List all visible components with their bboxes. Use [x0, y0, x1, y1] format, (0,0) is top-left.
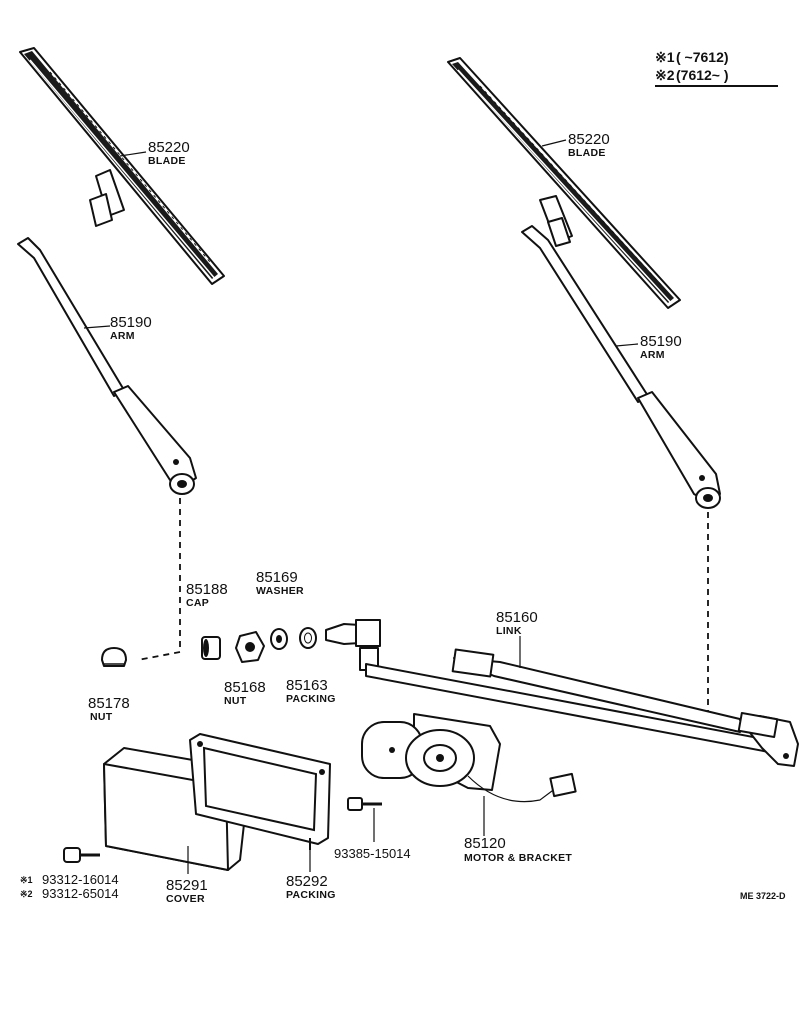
label-screw-cover-1-mark: ※1: [20, 875, 33, 885]
nut-85168[interactable]: [235, 631, 265, 663]
wiper-blade-right[interactable]: [447, 57, 681, 309]
label-cap-number: 85188: [186, 581, 228, 598]
label-packing-small-name: PACKING: [286, 693, 336, 705]
label-cap-name: CAP: [186, 597, 209, 609]
production-date-legend: ※1 ( ~7612) ※2 (7612~ ): [655, 49, 778, 87]
label-arm-left-number: 85190: [110, 314, 152, 331]
label-arm-right-name: ARM: [640, 349, 665, 361]
label-nut-cap-number: 85178: [88, 695, 130, 712]
wiper-arm-right[interactable]: [521, 225, 721, 509]
drawing-code: ME 3722-D: [740, 891, 786, 901]
label-nut-cap-name: NUT: [90, 711, 113, 723]
label-nut-name: NUT: [224, 695, 247, 707]
label-packing-cover-number: 85292: [286, 873, 328, 890]
label-link-name: LINK: [496, 625, 522, 637]
label-blade-left-name: BLADE: [148, 155, 186, 167]
wiper-arm-left[interactable]: [17, 237, 197, 495]
label-cover-number: 85291: [166, 877, 208, 894]
label-arm-right-number: 85190: [640, 333, 682, 350]
cover-packing-85292[interactable]: [189, 733, 331, 850]
label-screw-motor-number: 93385-15014: [334, 846, 411, 861]
assembly-line-left: [137, 498, 181, 661]
legend-range-1: ( ~7612): [676, 49, 729, 65]
label-nut-number: 85168: [224, 679, 266, 696]
label-screw-cover-1-number: 93312-16014: [42, 872, 119, 887]
screw-cover[interactable]: [63, 847, 100, 863]
washer-85169[interactable]: [270, 628, 288, 650]
cap-85188[interactable]: [201, 636, 221, 660]
label-washer-name: WASHER: [256, 585, 304, 597]
label-cover-name: COVER: [166, 893, 205, 905]
label-packing-cover-name: PACKING: [286, 889, 336, 901]
screw-93385-15014[interactable]: [347, 797, 382, 811]
label-motor-number: 85120: [464, 835, 506, 852]
nut-cap-85178[interactable]: [101, 647, 127, 667]
legend-range-2: (7612~ ): [676, 67, 729, 83]
label-washer-number: 85169: [256, 569, 298, 586]
label-link-number: 85160: [496, 609, 538, 626]
legend-mark-1: ※1: [655, 49, 675, 65]
label-motor-name: MOTOR & BRACKET: [464, 852, 572, 864]
motor-and-bracket-85120[interactable]: [361, 713, 577, 803]
label-blade-right-number: 85220: [568, 131, 610, 148]
label-screw-cover-2-mark: ※2: [20, 889, 33, 899]
wiper-link-85160[interactable]: [325, 619, 799, 767]
legend-mark-2: ※2: [655, 67, 675, 83]
label-arm-left-name: ARM: [110, 330, 135, 342]
label-screw-cover-2-number: 93312-65014: [42, 886, 119, 901]
wiper-blade-left[interactable]: [19, 47, 225, 285]
label-blade-right-name: BLADE: [568, 147, 606, 159]
label-packing-small-number: 85163: [286, 677, 328, 694]
packing-85163[interactable]: [299, 627, 317, 649]
label-blade-left-number: 85220: [148, 139, 190, 156]
